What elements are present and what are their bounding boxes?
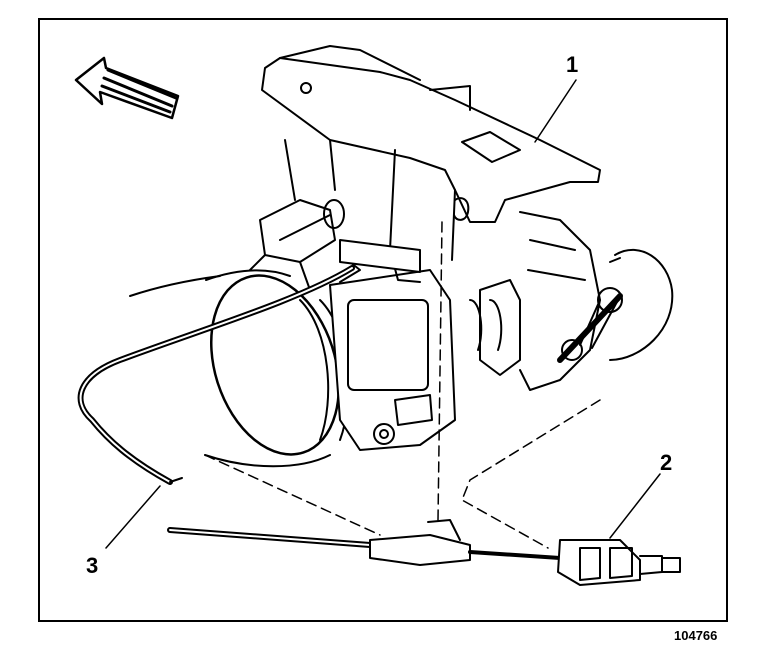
air-cleaner-outlet (609, 249, 674, 361)
throttle-cable (77, 239, 421, 485)
front-direction-arrow (74, 56, 180, 120)
throttle-body (249, 199, 456, 451)
callout-3: 3 (86, 553, 99, 578)
callout-1: 1 (566, 52, 579, 77)
cable-and-connector (167, 519, 681, 586)
throttle-linkage (469, 211, 623, 391)
callout-2: 2 (660, 450, 673, 475)
dashed-guide-lines (204, 221, 601, 549)
callout-leaders (105, 79, 661, 549)
figure-number: 104766 (674, 628, 718, 643)
figure-frame (38, 18, 728, 622)
